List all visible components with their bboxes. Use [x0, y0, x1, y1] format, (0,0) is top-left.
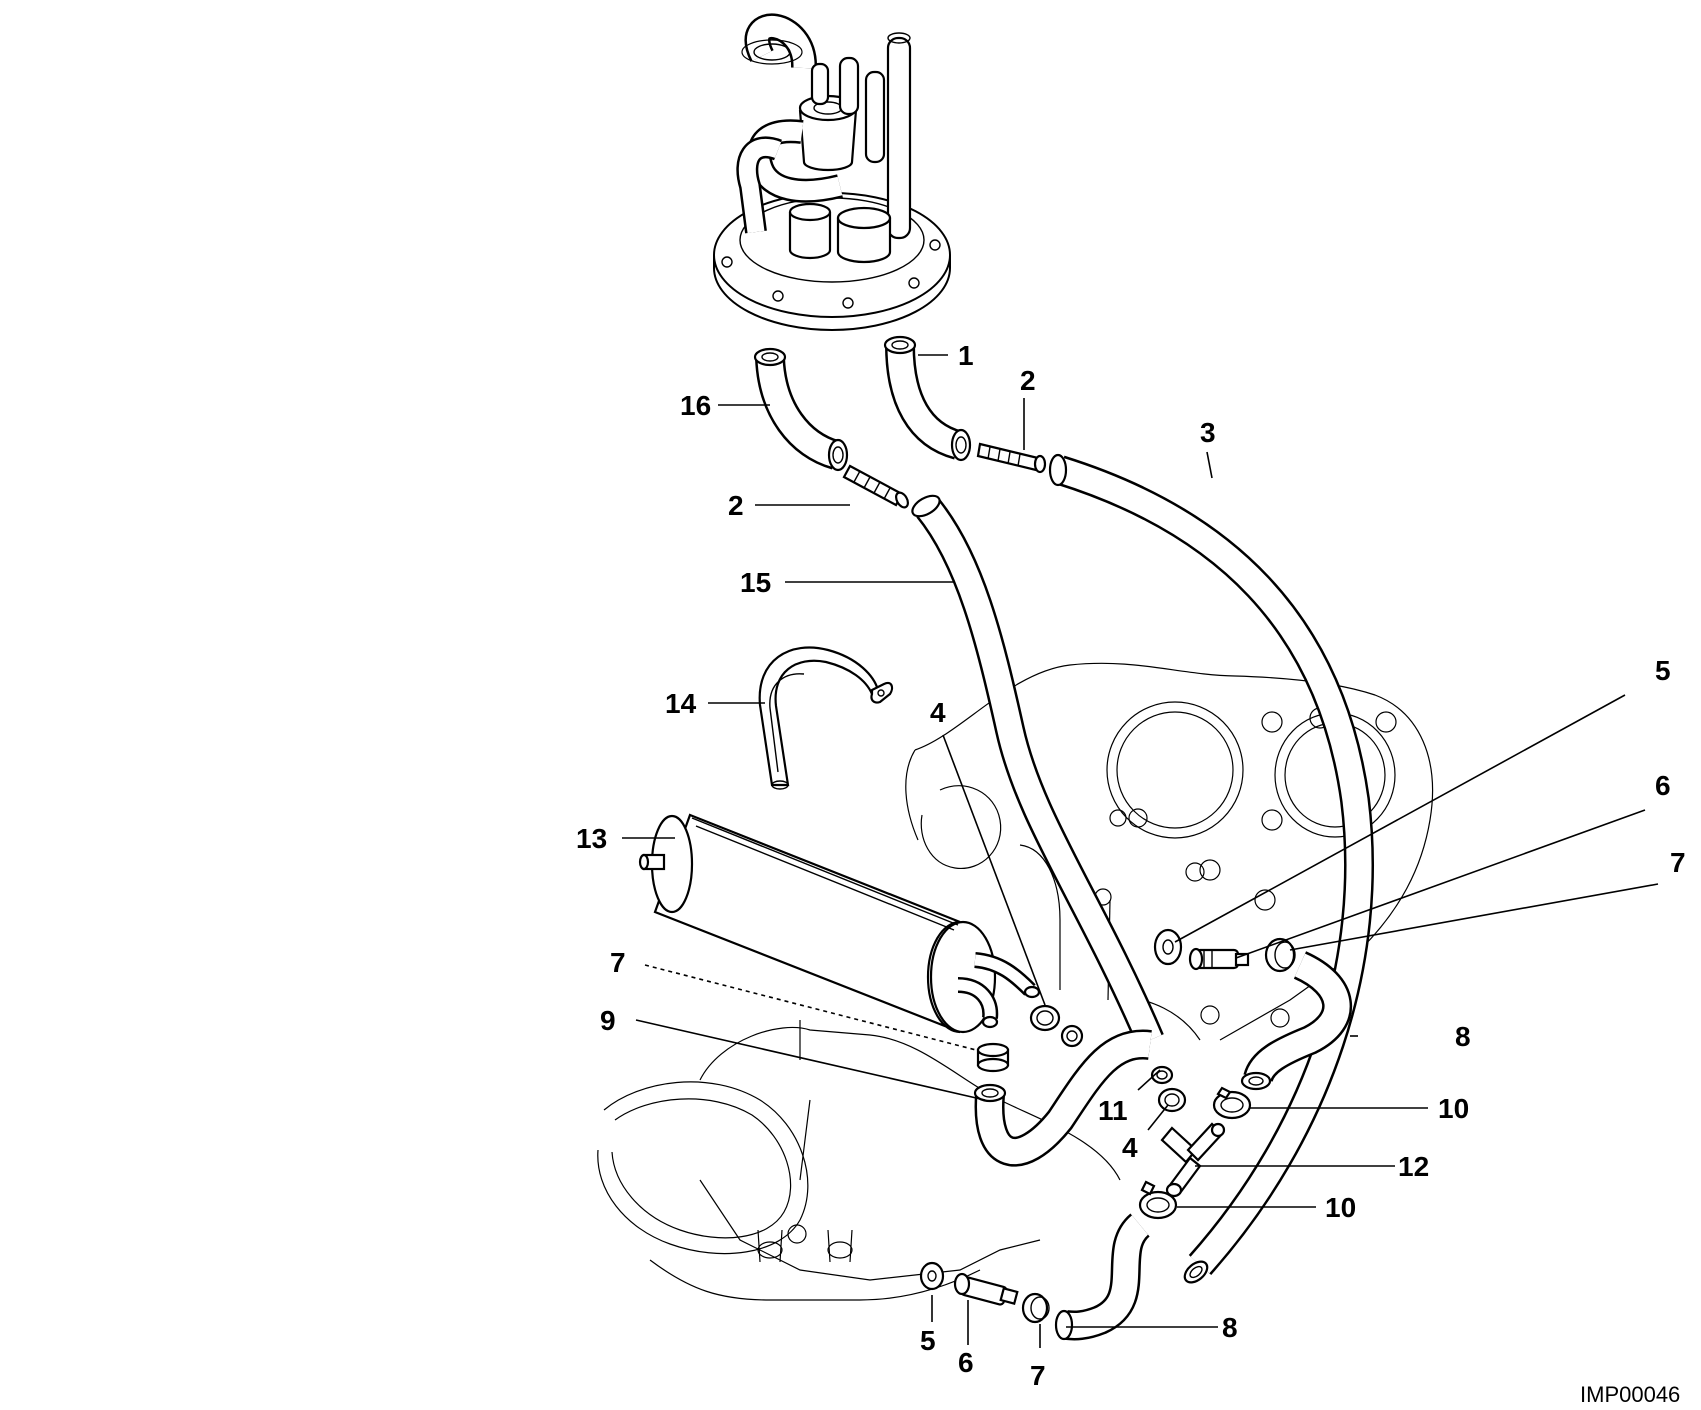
part-1-curved-hose	[883, 335, 972, 462]
callout-6-lower: 6	[958, 1347, 974, 1378]
part-16-curved-hose	[753, 347, 849, 472]
callout-8-lower: 8	[1222, 1312, 1238, 1343]
callout-15: 15	[740, 567, 771, 598]
callout-13: 13	[576, 823, 607, 854]
casing-bolts	[1109, 707, 1397, 1028]
callout-1: 1	[958, 340, 974, 371]
fuel-pump-flange-assembly	[713, 13, 951, 331]
part-5-washer-upper	[1153, 928, 1183, 966]
part-8-curved-hose-lower	[1054, 1213, 1151, 1341]
callout-2-lower: 2	[728, 490, 744, 521]
callout-10-lower: 10	[1325, 1192, 1356, 1223]
part-6-fitting-lower	[953, 1272, 1019, 1306]
part-5-washer-lower	[919, 1261, 945, 1291]
part-4-hose-clip-upper	[1029, 1004, 1084, 1048]
callout-12: 12	[1398, 1151, 1429, 1182]
callout-4-lower: 4	[1122, 1132, 1138, 1163]
part-3-long-hose	[1048, 453, 1375, 1284]
engine-casing-outline	[597, 662, 1434, 1301]
reference-code: IMP00046	[1580, 1382, 1680, 1407]
part-7-clamp-sleeve-lower	[1021, 1292, 1050, 1324]
callout-6-upper: 6	[1655, 770, 1671, 801]
callout-5-lower: 5	[920, 1325, 936, 1356]
part-8-curved-hose-upper	[1240, 951, 1352, 1091]
part-2-connector-upper	[976, 442, 1047, 474]
callout-14: 14	[665, 688, 697, 719]
part-10-spring-clamp-upper	[1212, 1086, 1252, 1120]
callout-7-left: 7	[610, 947, 626, 978]
callout-11: 11	[1098, 1095, 1128, 1126]
part-13-fuel-filter	[638, 813, 1041, 1034]
callout-2-upper: 2	[1020, 365, 1036, 396]
callout-4-upper: 4	[930, 697, 946, 728]
part-10-spring-clamp-lower	[1138, 1180, 1178, 1220]
callout-9: 9	[600, 1005, 616, 1036]
part-7-clamp-sleeve-left	[976, 1042, 1010, 1073]
leader-lines	[622, 354, 1659, 1348]
part-6-fitting-upper	[1188, 947, 1250, 971]
part-2-connector-lower	[842, 464, 909, 509]
part-12-t-connector	[1160, 1122, 1226, 1198]
callout-5-upper: 5	[1655, 655, 1671, 686]
part-14-mounting-clamp	[758, 646, 894, 790]
part-4-hose-clip-lower	[1157, 1087, 1187, 1113]
callout-7-lower: 7	[1030, 1360, 1046, 1391]
callout-3: 3	[1200, 417, 1216, 448]
callout-7-upper: 7	[1670, 847, 1686, 878]
part-11-fitting	[1150, 1065, 1174, 1085]
part-9-shaped-hose	[973, 1029, 1152, 1167]
callout-10-upper: 10	[1438, 1093, 1469, 1124]
callout-8-upper: 8	[1455, 1021, 1471, 1052]
part-7-clamp-sleeve-upper-right	[1264, 937, 1296, 973]
callout-labels: 1 2 3 16 2 15 14 4 5 6 7 13 7 9 8 10 11 …	[576, 340, 1686, 1391]
callout-16: 16	[680, 390, 711, 421]
part-15-long-hose	[911, 494, 1164, 1046]
